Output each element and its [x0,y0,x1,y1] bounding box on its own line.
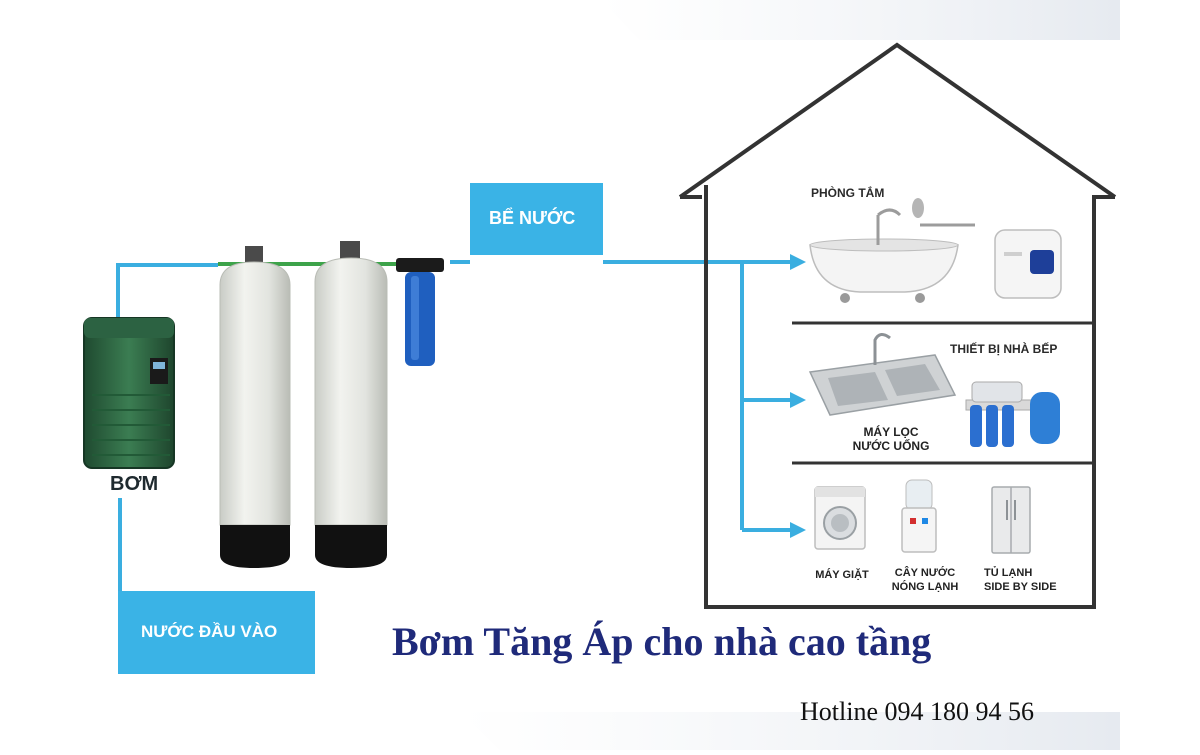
be-nuoc-label: BỂ NƯỚC [489,208,576,228]
bg-streak-bottom [460,712,1120,750]
filter-housing [405,272,435,366]
ro-filter-3 [1002,405,1014,447]
pipe-network [116,260,790,595]
kitchen-sink [808,333,957,416]
may-giat-label: MÁY GIẶT [815,569,869,581]
tank-right-base [315,525,387,568]
may-loc-line1: MÁY LỌC [863,425,919,439]
phong-tam-label: PHÒNG TẮM [811,186,885,200]
tank-left-valve [245,246,263,266]
ro-filter-2 [986,405,998,447]
ro-water-purifier [965,381,1060,447]
arrow-bathroom [790,254,806,270]
sink-faucet [873,333,891,365]
ro-storage-tank [1030,392,1060,444]
cartridge-filter [396,258,444,366]
pump-unit [83,317,175,469]
house-floors [792,321,1094,465]
cay-nuoc-label: CÂY NƯỚC NÓNG LẠNH [886,566,964,594]
side-by-side-fridge [991,486,1031,554]
water-dispenser [901,479,937,553]
dispenser-bottle [905,479,933,511]
may-loc-label: MÁY LỌC NƯỚC UỐNG [836,425,946,453]
pump-screen [153,362,165,369]
pump-top [84,318,174,338]
dispenser-body [901,507,937,553]
ro-filter-1 [970,405,982,447]
diagram-title: Bơm Tăng Áp cho nhà cao tầng [392,619,932,664]
sink-bowl-right [885,364,940,396]
hotline-text: Hotline 094 180 94 56 [800,697,1034,726]
arrow-laundry [790,522,806,538]
may-loc-line2: NƯỚC UỐNG [852,439,930,453]
tank-right-body [314,257,388,526]
cay-nuoc-line2: NÓNG LẠNH [891,581,959,593]
water-heater-panel [1030,250,1054,274]
bathtub-body [809,244,959,293]
filter-highlight [411,276,419,360]
sink-bowl-left [828,372,888,406]
tank-left [219,246,291,568]
tu-lanh-line1: TỦ LẠNH [984,567,1033,579]
pipe-pump-to-tank [116,263,218,330]
cay-nuoc-line1: CÂY NƯỚC [894,567,956,579]
tu-lanh-label: TỦ LẠNH SIDE BY SIDE [984,566,1074,594]
bathtub-rim [809,238,959,252]
pump-display [150,358,168,384]
water-heater-body [994,229,1062,299]
thiet-bi-nha-bep-label: THIẾT BỊ NHÀ BẾP [950,342,1058,356]
bg-streak-top [600,0,1120,40]
house-outline [678,42,1117,609]
tank-right [314,241,388,568]
arrow-kitchen [790,392,806,408]
nuoc-dau-vao-label: NƯỚC ĐẦU VÀO [141,622,278,641]
pump-vents [92,394,170,456]
ro-membranes [971,381,1023,403]
water-heater [994,229,1062,299]
shower-head [912,198,924,218]
filter-cap [396,258,444,272]
tu-lanh-line2: SIDE BY SIDE [984,581,1057,593]
house-roof [678,42,1117,199]
house-walls [704,197,1096,609]
tank-left-base [220,525,290,568]
pump-body [83,317,175,469]
washing-machine [814,486,866,550]
be-nuoc-box [470,183,603,255]
bathtub [809,198,975,303]
bom-label: BƠM [110,473,159,495]
tank-left-body [219,261,291,526]
pipe-arrows [790,254,806,538]
nuoc-dau-vao-box [118,591,315,674]
